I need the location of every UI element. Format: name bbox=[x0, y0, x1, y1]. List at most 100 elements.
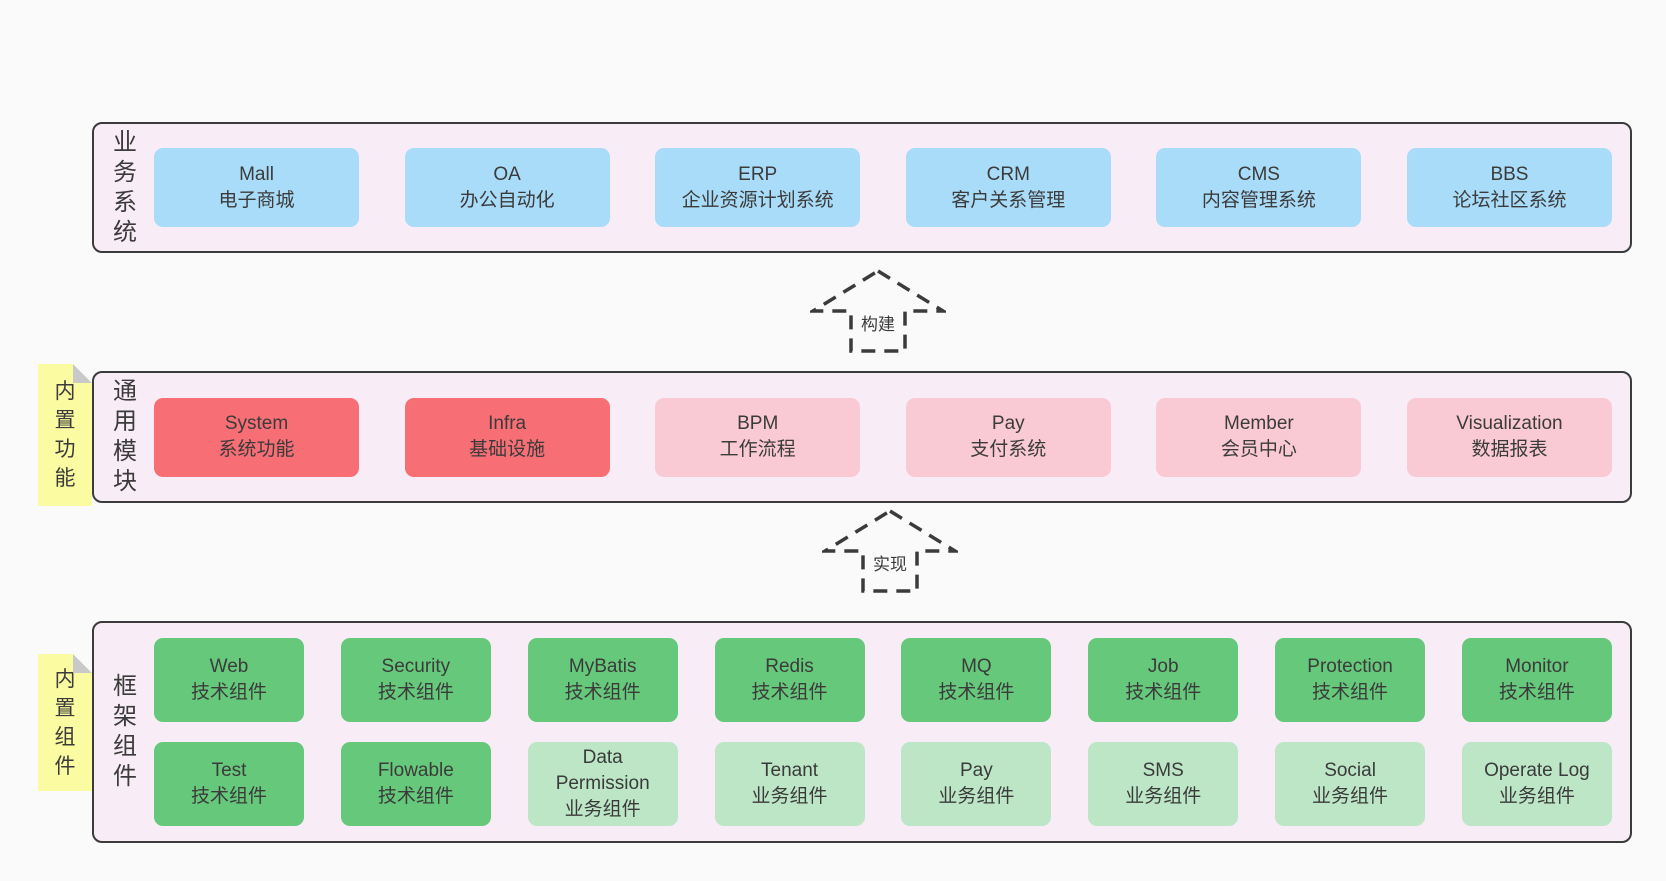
note-char: 能 bbox=[54, 467, 76, 490]
note-char: 内 bbox=[54, 667, 76, 691]
arrow-build: 构建 bbox=[810, 268, 946, 354]
box-tenant: Tenant 业务组件 bbox=[714, 742, 865, 826]
box-subtitle: 技术组件 bbox=[377, 682, 454, 703]
up-arrow-icon bbox=[822, 508, 958, 593]
box-cms: CMS 内容管理系统 bbox=[1156, 148, 1362, 227]
box-title: Web bbox=[209, 656, 249, 677]
box-title: BPM bbox=[737, 413, 779, 434]
note-fold-icon bbox=[73, 364, 92, 383]
box-visualization: Visualization 数据报表 bbox=[1406, 397, 1612, 477]
box-subtitle: 业务组件 bbox=[751, 786, 828, 807]
box-title: Social bbox=[1324, 760, 1376, 781]
box-bbs: BBS 论坛社区系统 bbox=[1406, 148, 1612, 227]
up-arrow-icon bbox=[810, 268, 946, 353]
box-subtitle: 技术组件 bbox=[1125, 682, 1202, 703]
note-built-in-features: 内置功能 bbox=[38, 364, 92, 506]
box-subtitle: 电子商城 bbox=[218, 189, 295, 211]
box-subtitle: 技术组件 bbox=[938, 682, 1015, 703]
box-subtitle: 业务组件 bbox=[1125, 786, 1202, 807]
band-label-char: 架 bbox=[113, 703, 137, 730]
box-title: ERP bbox=[738, 163, 778, 185]
arrow-implement: 实现 bbox=[822, 508, 958, 594]
box-subtitle: 技术组件 bbox=[190, 682, 267, 703]
band-label-char: 业 bbox=[113, 128, 137, 156]
box-title: Tenant bbox=[761, 760, 819, 781]
box-subtitle: 技术组件 bbox=[377, 786, 454, 807]
box-subtitle: 业务组件 bbox=[1312, 786, 1389, 807]
note-char: 件 bbox=[54, 754, 76, 778]
box-social: Social 业务组件 bbox=[1275, 742, 1426, 826]
box-subtitle: 业务组件 bbox=[1498, 786, 1575, 807]
band-label-char: 通 bbox=[113, 378, 137, 405]
band-common-modules: 通用模块 System 系统功能 Infra 基础设施 BPM 工作流程 Pay 支付系统 Me… bbox=[92, 371, 1632, 503]
box-subtitle: 支付系统 bbox=[970, 439, 1047, 460]
box-title: Monitor bbox=[1505, 656, 1569, 677]
box-title: Member bbox=[1224, 413, 1294, 434]
note-fold-icon bbox=[73, 654, 92, 673]
arrow-label: 实现 bbox=[870, 554, 910, 576]
band-label-char: 系 bbox=[113, 188, 137, 216]
box-title: Visualization bbox=[1456, 413, 1563, 434]
box-subtitle: 办公自动化 bbox=[459, 189, 555, 211]
band-label-char: 块 bbox=[113, 468, 137, 495]
box-bpm: BPM 工作流程 bbox=[655, 397, 861, 477]
note-char: 组 bbox=[54, 725, 76, 749]
box-title: BBS bbox=[1490, 163, 1529, 185]
band-label-char: 件 bbox=[113, 763, 137, 790]
box-subtitle: 技术组件 bbox=[1312, 682, 1389, 703]
box-title: Infra bbox=[488, 413, 527, 434]
box-title: SMS bbox=[1142, 760, 1184, 781]
box-web: Web 技术组件 bbox=[154, 638, 304, 722]
box-title: Test bbox=[211, 760, 247, 781]
box-title: Pay bbox=[991, 413, 1025, 434]
box-subtitle: 数据报表 bbox=[1471, 439, 1548, 460]
band-label-char: 统 bbox=[113, 218, 137, 246]
box-subtitle: 基础设施 bbox=[469, 439, 546, 460]
note-char: 功 bbox=[54, 438, 76, 461]
box-title: OA bbox=[493, 163, 521, 185]
box-title: Operate Log bbox=[1484, 760, 1590, 781]
box-subtitle: 工作流程 bbox=[719, 439, 796, 460]
box-subtitle: 论坛社区系统 bbox=[1452, 189, 1567, 211]
box-title: Mall bbox=[239, 163, 274, 185]
band-label-char: 模 bbox=[113, 438, 137, 465]
band-label-business-systems: 业务系统 bbox=[94, 124, 150, 251]
band-label-char: 框 bbox=[113, 673, 137, 700]
note-char: 置 bbox=[54, 409, 76, 432]
box-subtitle: 系统功能 bbox=[218, 439, 295, 460]
box-title: System bbox=[224, 413, 289, 434]
box-subtitle: 技术组件 bbox=[1498, 682, 1575, 703]
band-label-char: 组 bbox=[113, 733, 137, 760]
box-monitor: Monitor 技术组件 bbox=[1461, 638, 1612, 722]
box-operate-log: Operate Log 业务组件 bbox=[1461, 742, 1612, 826]
box-title: MyBatis bbox=[568, 656, 637, 677]
box-system: System 系统功能 bbox=[154, 397, 359, 477]
box-infra: Infra 基础设施 bbox=[404, 397, 610, 477]
box-title: CMS bbox=[1237, 163, 1280, 185]
band-label-common-modules: 通用模块 bbox=[94, 373, 150, 501]
box-subtitle: 内容管理系统 bbox=[1201, 189, 1316, 211]
box-title: Pay bbox=[960, 760, 993, 781]
box-oa: OA 办公自动化 bbox=[404, 148, 610, 227]
box-mall: Mall 电子商城 bbox=[154, 148, 359, 227]
box-subtitle: 客户关系管理 bbox=[951, 189, 1066, 211]
box-title: Redis bbox=[765, 656, 814, 677]
